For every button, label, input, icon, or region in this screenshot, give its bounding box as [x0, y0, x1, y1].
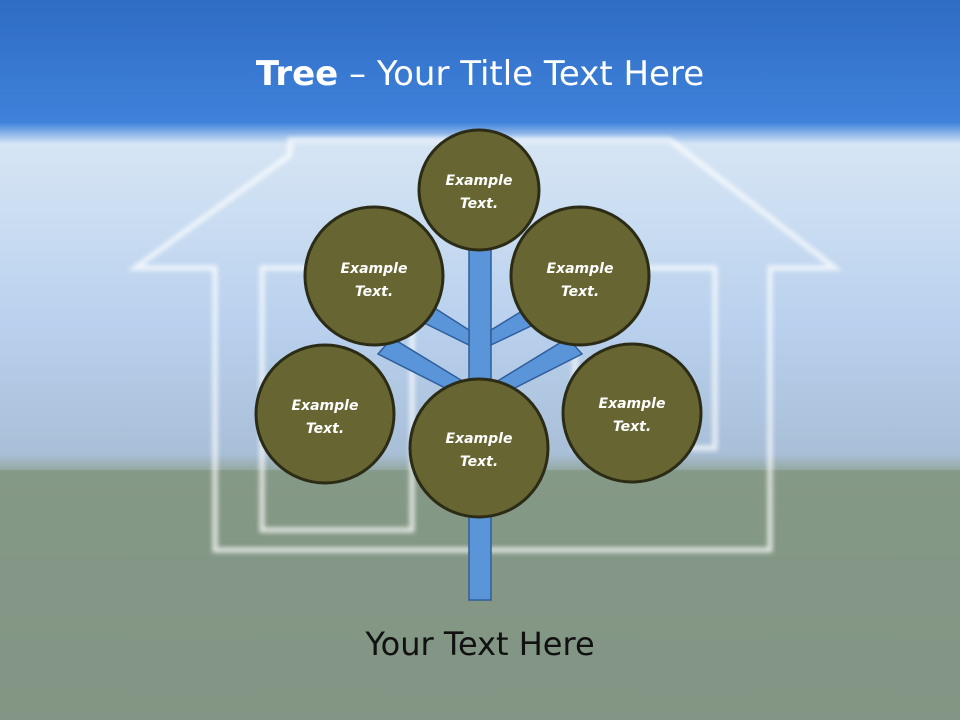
node-lower-right: Example Text. — [561, 342, 703, 484]
node-label-line1: Example — [446, 173, 513, 189]
node-label-line1: Example — [292, 398, 359, 414]
node-label-line2: Text. — [306, 421, 344, 437]
slide-caption: Your Text Here — [365, 625, 595, 663]
node-label-line2: Text. — [613, 419, 651, 435]
title-separator: – — [338, 54, 377, 94]
node-label-line2: Text. — [460, 454, 498, 470]
node-label-line1: Example — [446, 431, 513, 447]
node-center: Example Text. — [408, 377, 550, 519]
node-label-line1: Example — [341, 261, 408, 277]
title-bold: Tree — [255, 54, 339, 94]
slide-title: Tree – Your Title Text Here — [0, 52, 960, 96]
node-upper-right: Example Text. — [509, 205, 651, 347]
node-lower-left: Example Text. — [254, 343, 396, 485]
node-label-line1: Example — [599, 396, 666, 412]
node-label-line1: Example — [547, 261, 614, 277]
node-label-line2: Text. — [355, 284, 393, 300]
title-text: Your Title Text Here — [376, 54, 705, 94]
node-label-line2: Text. — [460, 196, 498, 212]
node-label-line2: Text. — [561, 284, 599, 300]
node-upper-left: Example Text. — [303, 205, 445, 347]
node-top: Example Text. — [417, 128, 541, 252]
